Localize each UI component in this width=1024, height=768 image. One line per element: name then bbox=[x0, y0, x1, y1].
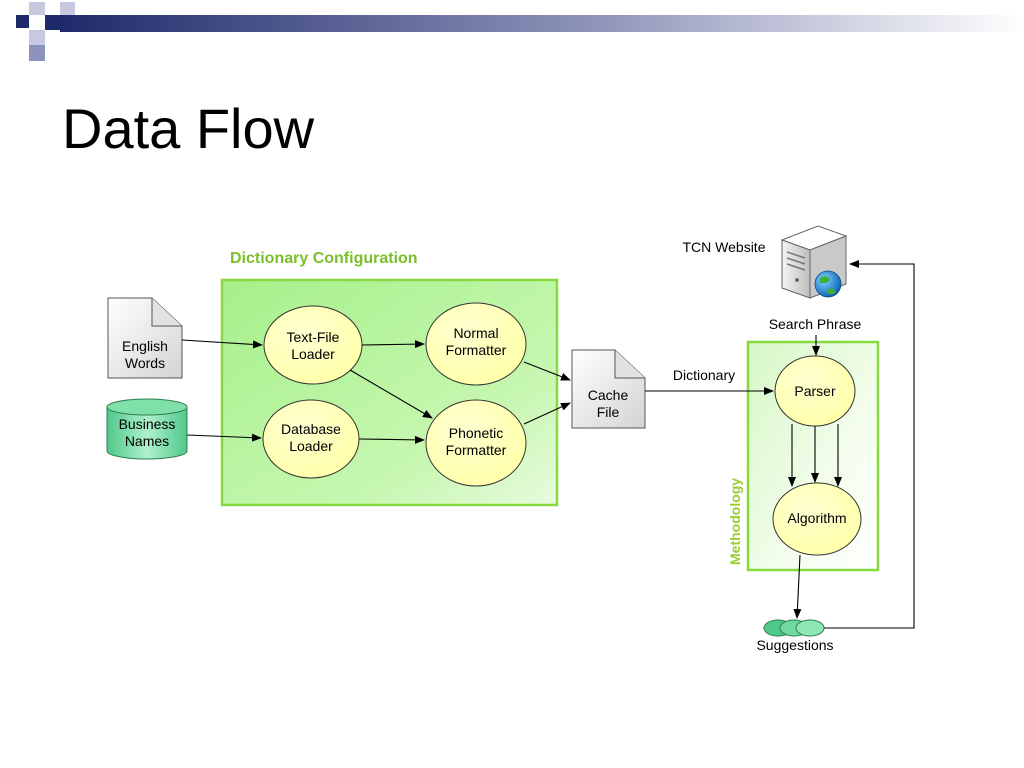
english-words-node: English Words bbox=[107, 297, 183, 379]
tcn-website-node: TCN Website bbox=[683, 225, 848, 299]
edge-algorithm-to-suggestions bbox=[793, 554, 802, 619]
header-decoration bbox=[16, 2, 1024, 61]
text-file-loader-node: Text-File Loader bbox=[263, 305, 363, 385]
text-file-loader-label-line1: Text-File bbox=[287, 329, 340, 345]
business-names-label-line1: Business bbox=[119, 416, 176, 432]
normal-formatter-node: Normal Formatter bbox=[425, 302, 527, 386]
suggestions-label: Suggestions bbox=[756, 637, 833, 653]
business-names-label-line2: Names bbox=[125, 433, 169, 449]
english-words-label-line2: Words bbox=[125, 355, 165, 371]
parser-label: Parser bbox=[794, 383, 836, 399]
edge-english-to-textfile bbox=[181, 339, 263, 349]
normal-formatter-label-line1: Normal bbox=[453, 325, 498, 341]
database-loader-node: Database Loader bbox=[262, 399, 360, 479]
cache-file-label-line2: File bbox=[597, 404, 620, 420]
edge-business-to-database bbox=[186, 433, 262, 442]
group-label-methodology: Methodology bbox=[727, 478, 743, 565]
edge-label-search-phrase: Search Phrase bbox=[769, 316, 862, 332]
phonetic-formatter-label-line1: Phonetic bbox=[449, 425, 503, 441]
tcn-website-label: TCN Website bbox=[683, 239, 766, 255]
normal-formatter-label-line2: Formatter bbox=[446, 342, 507, 358]
algorithm-label: Algorithm bbox=[787, 510, 846, 526]
english-words-label-line1: English bbox=[122, 338, 168, 354]
edge-phonetic-to-cache bbox=[523, 402, 571, 425]
algorithm-node: Algorithm bbox=[772, 482, 862, 556]
coins-icon bbox=[763, 619, 825, 637]
edge-suggestions-to-website bbox=[824, 260, 915, 629]
phonetic-formatter-node: Phonetic Formatter bbox=[425, 399, 527, 487]
business-names-node: Business Names bbox=[106, 398, 188, 460]
cache-file-label-line1: Cache bbox=[588, 387, 629, 403]
edge-textfile-to-phonetic bbox=[349, 369, 433, 419]
phonetic-formatter-label-line2: Formatter bbox=[446, 442, 507, 458]
edge-label-dictionary: Dictionary bbox=[673, 367, 735, 383]
edge-textfile-to-normal bbox=[361, 340, 425, 349]
suggestions-node: Suggestions bbox=[756, 619, 834, 653]
database-loader-label-line1: Database bbox=[281, 421, 341, 437]
edge-normal-to-cache bbox=[523, 361, 571, 381]
globe-icon bbox=[814, 270, 842, 298]
slide-title: Data Flow bbox=[62, 97, 315, 160]
database-loader-label-line2: Loader bbox=[289, 438, 333, 454]
parser-node: Parser bbox=[774, 355, 856, 427]
cache-file-node: Cache File bbox=[571, 349, 646, 429]
group-label-dictionary-configuration: Dictionary Configuration bbox=[230, 250, 418, 267]
edge-database-to-phonetic bbox=[358, 435, 425, 444]
database-icon bbox=[106, 398, 188, 460]
text-file-loader-label-line2: Loader bbox=[291, 346, 335, 362]
